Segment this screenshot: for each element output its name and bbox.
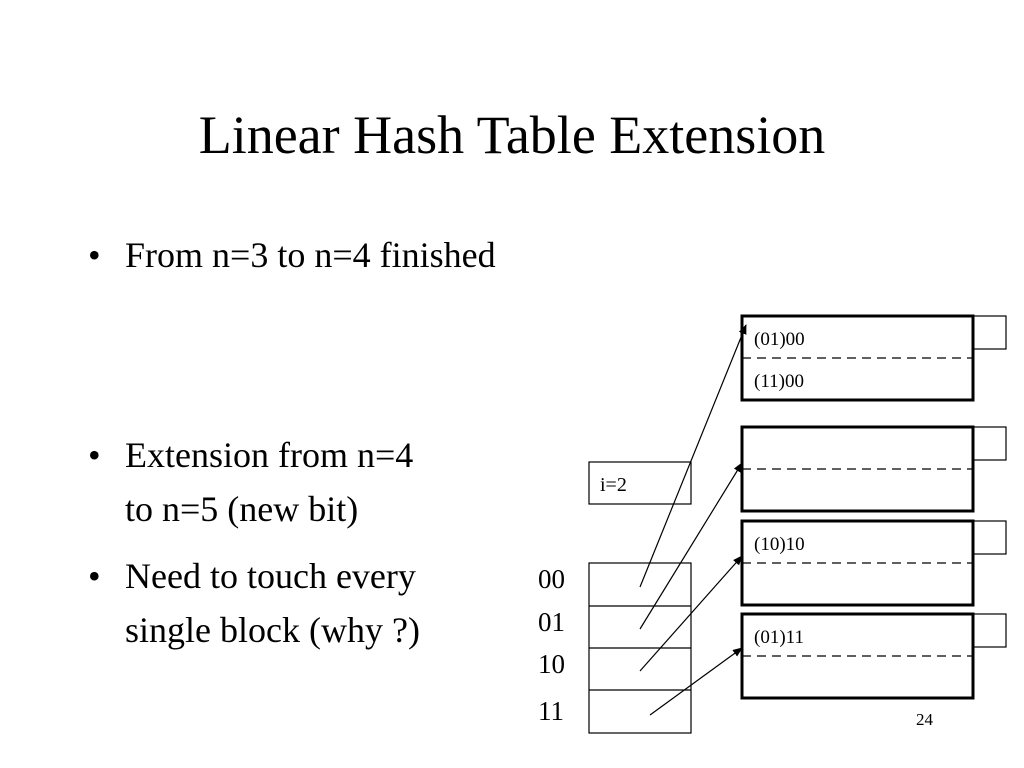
index-label-10: 10: [538, 649, 565, 679]
index-label-01: 01: [538, 607, 565, 637]
bullet-dot: •: [88, 235, 101, 275]
bullet-3-line-1: Need to touch every: [125, 556, 416, 596]
bullet-2-line-2: to n=5 (new bit): [125, 489, 359, 529]
pointer-arrow-11: [649, 647, 743, 716]
bullet-2-line-1: Extension from n=4: [125, 435, 414, 475]
block-1-record-2: (11)00: [754, 371, 804, 392]
global-depth-label: i=2: [600, 474, 627, 496]
overflow-pointer-box: [972, 613, 1007, 648]
block-1-record-1: (01)00: [754, 329, 805, 350]
block-2: [740, 425, 1007, 513]
block-4-record-1: (01)11: [754, 627, 804, 648]
bucket-directory: [588, 562, 692, 734]
bullet-3-line-2: single block (why ?): [125, 610, 420, 650]
bullet-1-line-1: From n=3 to n=4 finished: [125, 235, 496, 275]
index-label-00: 00: [538, 564, 565, 594]
bullet-dot: •: [88, 556, 101, 596]
block-4: (01)11: [740, 612, 1007, 700]
pointer-arrow-01: [639, 462, 743, 630]
block-3: (10)10: [740, 519, 1007, 607]
block-1: (01)00 (11)00: [740, 314, 1007, 402]
pointer-arrow-10: [639, 555, 743, 672]
pointer-arrow-00: [639, 324, 747, 588]
slide-title: Linear Hash Table Extension: [198, 105, 826, 165]
bullet-dot: •: [88, 435, 101, 475]
global-depth-box: i=2: [588, 461, 692, 505]
overflow-pointer-box: [972, 315, 1007, 350]
block-3-record-1: (10)10: [754, 534, 805, 555]
page-number: 24: [916, 710, 934, 729]
overflow-pointer-box: [972, 520, 1007, 555]
index-label-11: 11: [538, 696, 564, 726]
overflow-pointer-box: [972, 426, 1007, 461]
